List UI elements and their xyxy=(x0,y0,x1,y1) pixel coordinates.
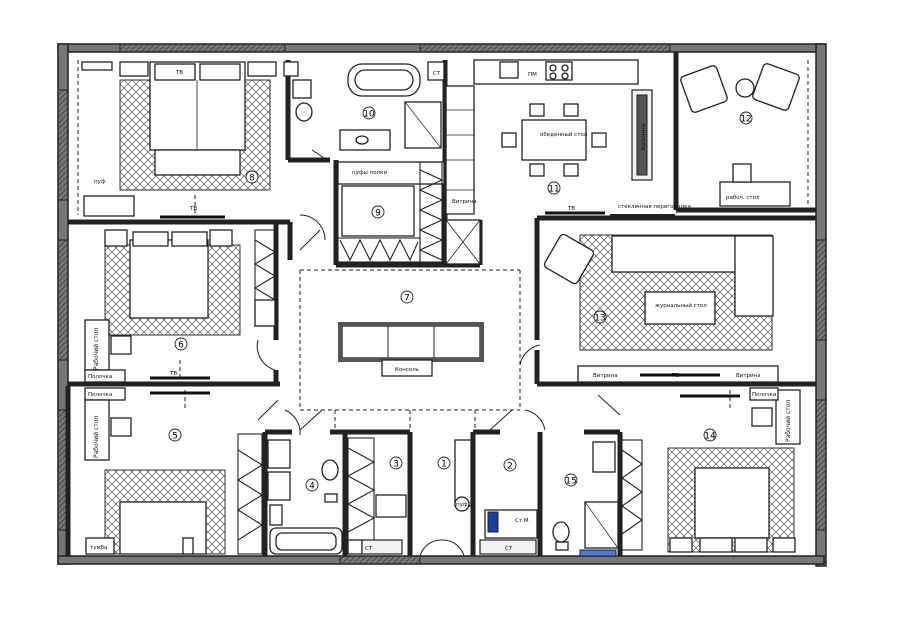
room-number-10-text: 10 xyxy=(363,110,375,120)
room-number-5: 5 xyxy=(168,428,182,442)
room-8 xyxy=(81,61,277,219)
room-number-12-text: 12 xyxy=(740,115,751,125)
label-tv-8b: ТВ xyxy=(189,206,197,212)
label-rabochiy-12: рабоч. стол xyxy=(726,195,760,201)
room-6 xyxy=(84,229,277,383)
label-vitrina-9: Витрина xyxy=(452,199,477,205)
room-number-11-text: 11 xyxy=(548,185,559,195)
room-12 xyxy=(680,63,800,207)
inner-walls xyxy=(65,52,816,556)
label-tv-13: ТВ xyxy=(671,373,679,379)
label-kolonna: колонна xyxy=(640,123,647,150)
label-tumba-1: тумба xyxy=(90,545,107,551)
room-5 xyxy=(84,387,264,555)
label-vitrina-13a: Витрина xyxy=(593,373,618,379)
room-number-3: 3 xyxy=(389,456,403,470)
doors xyxy=(256,149,621,557)
room-number-7-text: 7 xyxy=(404,294,410,304)
room-number-9: 9 xyxy=(371,205,385,219)
room-number-13-text: 13 xyxy=(594,314,605,324)
label-rabochiy-5: Рабочий стол xyxy=(93,416,100,458)
label-rabochiy-14: Рабочий стол xyxy=(785,400,792,442)
room-number-14-text: 14 xyxy=(704,432,716,442)
room-number-13: 13 xyxy=(593,310,607,324)
room-number-8-text: 8 xyxy=(249,174,255,184)
room-number-3-text: 3 xyxy=(393,460,399,470)
label-steklo: стеклянная перегородка xyxy=(618,204,691,210)
kitchen-cabinets xyxy=(445,59,653,265)
label-obed: обеденный стол xyxy=(540,131,588,138)
room-3 xyxy=(346,437,407,555)
room-number-15: 15 xyxy=(564,473,578,487)
room-1 xyxy=(454,439,472,512)
room-numbers: 8 10 9 11 12 13 7 6 5 4 3 1 2 15 14 xyxy=(168,106,753,492)
room-14 xyxy=(667,387,801,553)
label-tv-8: ТВ xyxy=(175,70,183,76)
room-10 xyxy=(283,61,445,151)
label-vitrina-13b: Витрина xyxy=(736,373,761,379)
room-number-5-text: 5 xyxy=(172,432,178,442)
room-number-4-text: 4 xyxy=(309,482,315,492)
outer-walls xyxy=(57,43,827,567)
label-st-3: СТ xyxy=(365,546,373,552)
label-polochka-14: Полочка xyxy=(752,392,776,398)
room-number-11: 11 xyxy=(547,181,561,195)
room-number-2: 2 xyxy=(503,458,517,472)
room-number-8: 8 xyxy=(245,170,259,184)
room-number-7: 7 xyxy=(400,290,414,304)
plan-labels: ТВ ТВ пуф ТВ ТВ ТВ пуф обеденный стол жу… xyxy=(88,70,792,552)
label-zhurnal: журнальный стол xyxy=(655,302,707,309)
label-pm: ПМ xyxy=(528,72,537,78)
label-puf-1: пуф xyxy=(456,502,468,508)
room-4 xyxy=(267,439,343,555)
label-polochka-6: Полочка xyxy=(88,374,112,380)
room-number-9-text: 9 xyxy=(375,209,381,219)
room-number-12: 12 xyxy=(739,111,753,125)
room-7 xyxy=(338,322,484,377)
label-tv-11: ТВ xyxy=(567,206,575,212)
room-11 xyxy=(501,103,675,216)
label-st-10: СТ xyxy=(433,71,441,77)
room-number-1-text: 1 xyxy=(441,460,447,470)
label-konsol: Консоль xyxy=(395,367,419,373)
room-number-1: 1 xyxy=(437,456,451,470)
room-number-15-text: 15 xyxy=(565,477,576,487)
room-13 xyxy=(543,233,779,383)
label-stm: Ст.М. xyxy=(515,518,531,524)
room-15 xyxy=(552,439,643,557)
label-rabochiy-6: Рабочий стол xyxy=(93,328,100,370)
room-2 xyxy=(479,509,538,555)
room-9 xyxy=(337,161,445,263)
label-st-2: СТ xyxy=(505,546,513,552)
label-tv-6: ТВ xyxy=(169,371,177,377)
dashed-lines xyxy=(77,60,809,430)
label-puf-8: пуф xyxy=(94,179,106,185)
room-number-6-text: 6 xyxy=(178,341,184,351)
room-number-14: 14 xyxy=(703,428,717,442)
room-number-10: 10 xyxy=(362,106,376,120)
room-number-2-text: 2 xyxy=(507,462,513,472)
label-pufy-polki: пуфы полки xyxy=(352,170,387,176)
room-number-6: 6 xyxy=(174,337,188,351)
room-number-4: 4 xyxy=(305,478,319,492)
label-polochka-5: Полочка xyxy=(88,392,112,398)
